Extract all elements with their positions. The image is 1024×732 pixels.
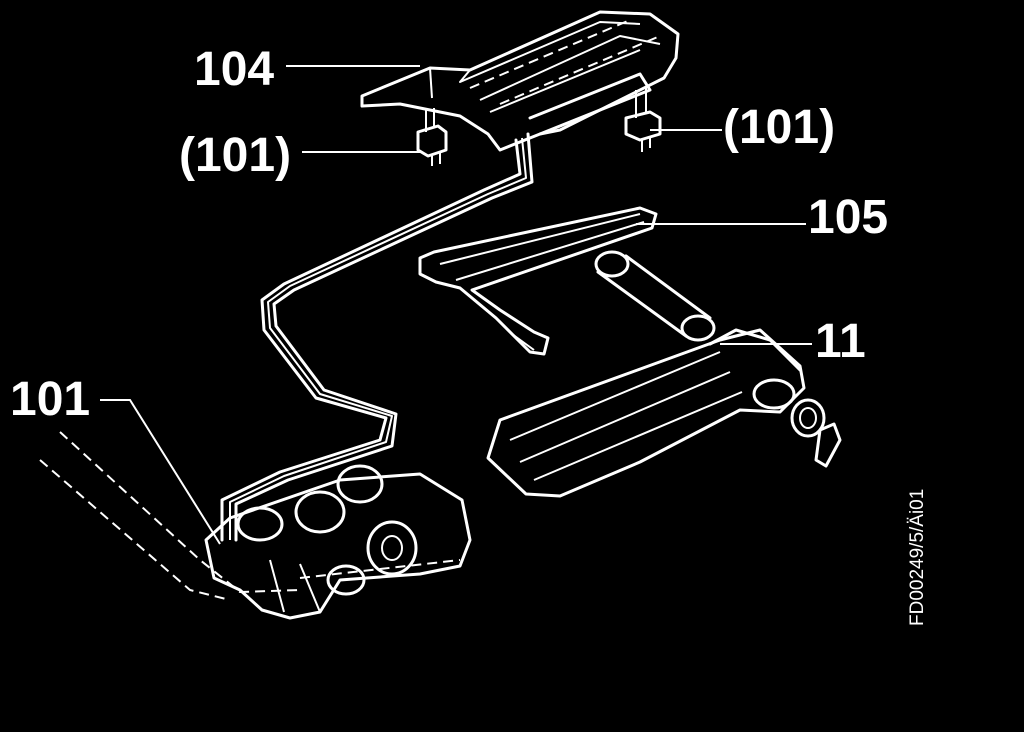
callout-104: 104	[194, 43, 275, 96]
guide-rail	[418, 206, 658, 356]
top-cover-assembly	[360, 10, 680, 152]
leader-lines	[100, 65, 812, 545]
roller-shaft	[594, 250, 716, 342]
callout-101-left: (101)	[179, 129, 292, 182]
clip-left	[416, 108, 448, 166]
callout-105: 105	[808, 191, 889, 244]
figure-reference-code: FD00249/5/Äi01	[907, 488, 928, 626]
callout-101-bottom: 101	[10, 373, 91, 426]
callout-101-right: (101)	[723, 101, 836, 154]
lower-tray	[486, 328, 842, 498]
cable-tubes	[220, 132, 534, 542]
clip-right	[624, 88, 662, 152]
callout-11: 11	[815, 315, 866, 368]
drive-unit	[39, 431, 472, 620]
